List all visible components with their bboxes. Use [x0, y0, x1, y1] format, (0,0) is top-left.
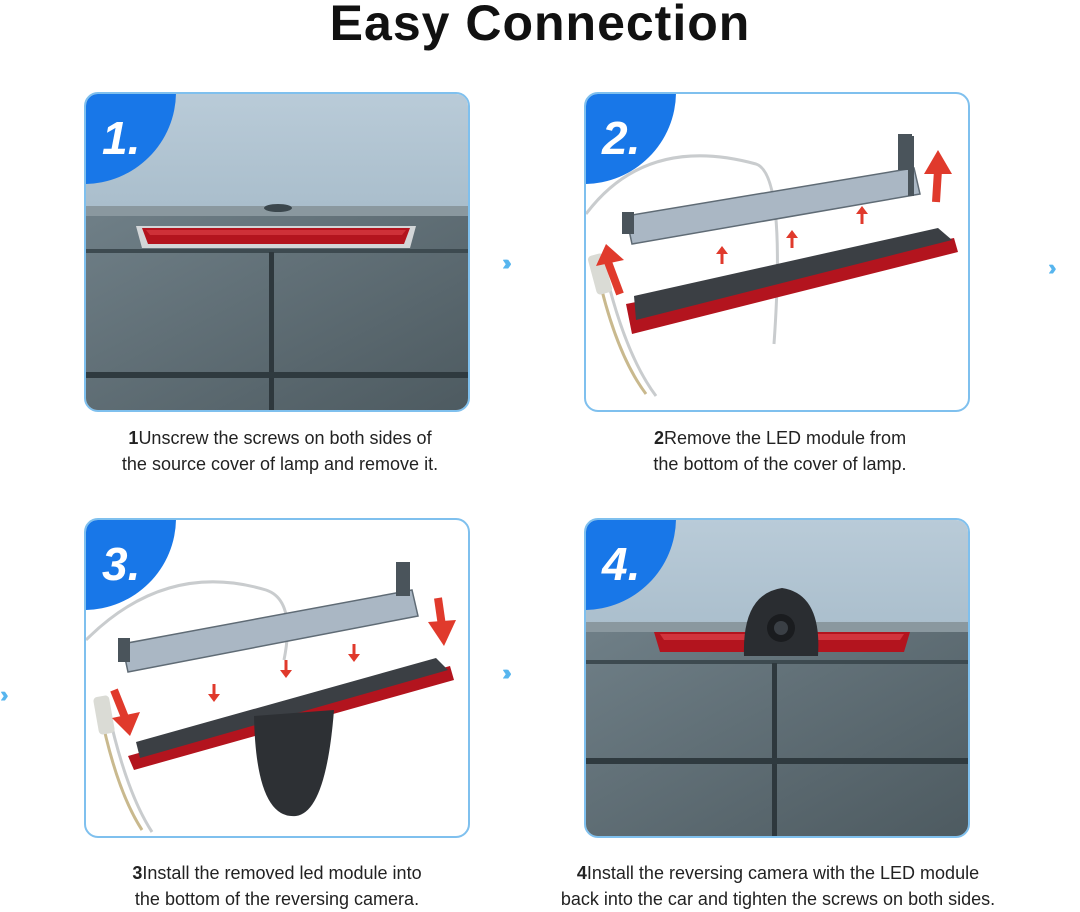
step-2-caption: 2Remove the LED module from the bottom o…: [584, 425, 976, 477]
step-3-number: 3: [132, 863, 143, 883]
step-2-number: 2: [653, 428, 664, 448]
step-3-image: 3.: [84, 518, 470, 838]
step-1-caption-line2: the source cover of lamp and remove it.: [121, 454, 439, 474]
step-4-caption: 4Install the reversing camera with the L…: [500, 860, 1056, 912]
step-3-caption-line1: Install the removed led module into: [142, 863, 422, 883]
arrow-right-icon: ›››: [502, 660, 512, 685]
step-3-caption: 3Install the removed led module into the…: [84, 860, 470, 912]
step-4-image: 4.: [584, 518, 970, 838]
step-1-number: 1: [128, 428, 139, 448]
arrow-right-icon: ››: [0, 682, 8, 707]
installed-camera-illustration: [586, 520, 968, 836]
step-4-caption-line2: back into the car and tighten the screws…: [560, 889, 996, 909]
page-title: Easy Connection: [329, 0, 751, 51]
van-roof-lamp-illustration: [86, 94, 468, 410]
step-1-image: 1.: [84, 92, 470, 412]
step-2-caption-line2: the bottom of the cover of lamp.: [653, 454, 907, 474]
step-1-caption-line1: Unscrew the screws on both sides of: [138, 428, 432, 448]
arrow-right-icon: ›››: [502, 250, 512, 275]
led-module-removal-illustration: [586, 134, 958, 397]
led-module-install-illustration: [86, 562, 456, 833]
step-1-caption: 1Unscrew the screws on both sides of the…: [84, 425, 476, 477]
step-3-badge: 3.: [86, 520, 176, 610]
step-4-caption-line1: Install the reversing camera with the LE…: [586, 863, 980, 883]
step-2-image: 2.: [584, 92, 970, 412]
step-2-caption-line1: Remove the LED module from: [663, 428, 907, 448]
step-3-caption-line2: the bottom of the reversing camera.: [134, 889, 420, 909]
step-4-number: 4: [576, 863, 587, 883]
arrow-right-icon: ››: [1048, 255, 1056, 280]
